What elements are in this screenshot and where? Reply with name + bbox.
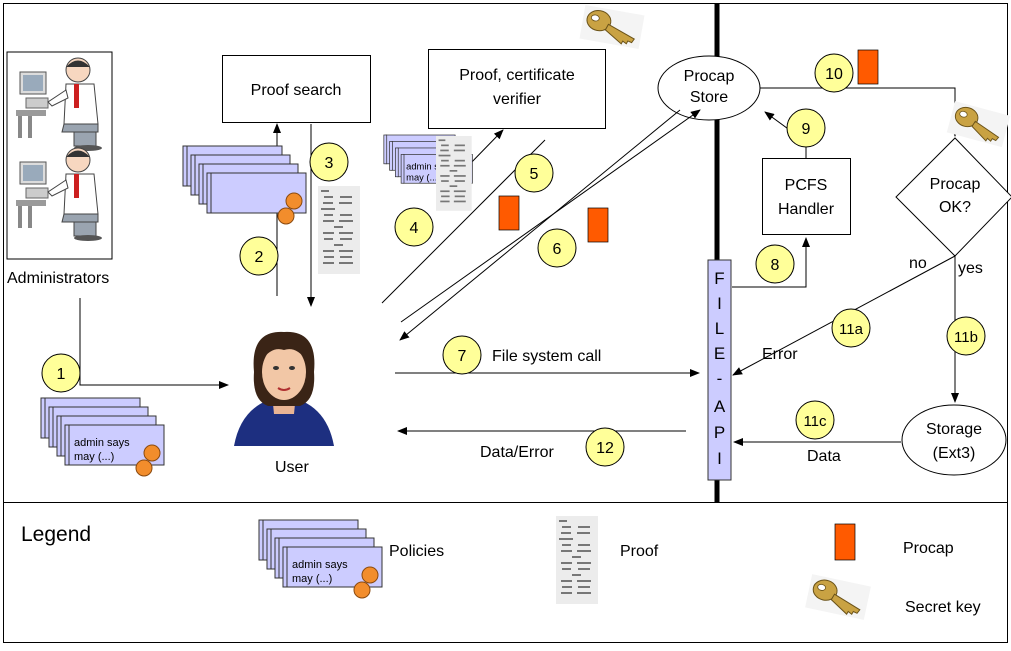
step-9: 9 xyxy=(786,108,826,148)
arrow-admin-to-user xyxy=(79,298,229,389)
storage-ellipse xyxy=(901,404,1007,476)
policy-text: may (...) xyxy=(74,451,114,463)
step-number: 4 xyxy=(410,220,419,237)
procap-icon-step6 xyxy=(587,207,609,243)
step-number: 1 xyxy=(57,366,66,383)
procap-ok-diamond xyxy=(895,137,1011,257)
step-number: 11c xyxy=(803,413,827,430)
legend-procap-label: Procap xyxy=(903,540,954,557)
step-2: 2 xyxy=(239,236,279,276)
key-icon-verifier xyxy=(579,4,645,50)
file-api-letter: I xyxy=(717,449,722,468)
storage-line2: (Ext3) xyxy=(933,445,976,462)
pcfs-handler-line1: PCFS xyxy=(785,177,828,194)
file-api-letter: E xyxy=(714,344,725,363)
step-number: 8 xyxy=(771,257,780,274)
legend-secret-key-label: Secret key xyxy=(905,599,981,616)
legend-proof-label: Proof xyxy=(620,543,659,560)
procap-store-line2: Store xyxy=(690,89,728,106)
administrators-image xyxy=(6,51,113,260)
label-no: no xyxy=(909,255,927,272)
proof-doc-step3 xyxy=(318,186,360,274)
arrow-to-pcfs-handler xyxy=(732,237,810,288)
pcfs-handler-box xyxy=(762,158,851,235)
verifier-label-line2: verifier xyxy=(493,91,542,108)
legend-policies-icon: admin says may (...) xyxy=(258,519,383,599)
step-5: 5 xyxy=(514,153,554,193)
policy-text: may (...) xyxy=(406,172,440,182)
policy-text: admin says xyxy=(74,437,130,449)
step-8: 8 xyxy=(755,244,795,284)
legend-title: Legend xyxy=(21,523,91,546)
policy-stack-verifier: admin says may (...) xyxy=(383,134,473,192)
procap-store-line1: Procap xyxy=(684,68,735,85)
step-number: 11b xyxy=(954,329,978,346)
step-11a: 11a xyxy=(831,308,871,348)
proof-search-label: Proof search xyxy=(251,82,342,99)
file-api-letter: A xyxy=(714,397,726,416)
step-11c: 11c xyxy=(795,400,835,440)
flow-arrows xyxy=(79,87,959,446)
label-data: Data xyxy=(807,448,841,465)
step-number: 2 xyxy=(255,249,264,266)
step-number: 7 xyxy=(458,348,467,365)
step-3: 3 xyxy=(309,142,349,182)
label-yes: yes xyxy=(958,260,983,277)
procap-store-ellipse xyxy=(657,55,761,121)
legend-key-icon xyxy=(804,573,872,621)
legend-proof-icon xyxy=(556,516,598,604)
procap-icon-step10 xyxy=(857,49,879,85)
procap-icon-step5 xyxy=(498,195,520,231)
step-10: 10 xyxy=(814,53,854,93)
step-number: 6 xyxy=(553,241,562,258)
step-6: 6 xyxy=(537,228,577,268)
step-11b: 11b xyxy=(946,316,986,356)
diagram-frame xyxy=(3,3,1008,643)
step-number: 9 xyxy=(802,121,811,138)
step-4: 4 xyxy=(394,207,434,247)
step-7: 7 xyxy=(442,335,482,375)
policy-text: may (...) xyxy=(292,573,332,585)
label-file-system-call: File system call xyxy=(492,348,601,365)
proof-doc-step4 xyxy=(436,136,472,211)
step-number: 3 xyxy=(325,155,334,172)
file-api-letter: P xyxy=(714,423,725,442)
procap-ok-line1: Procap xyxy=(930,176,981,193)
procap-ok-line2: OK? xyxy=(939,199,971,216)
policy-stack-admin: admin says may (...) xyxy=(40,397,165,477)
step-number: 12 xyxy=(596,440,614,457)
label-error: Error xyxy=(762,346,798,363)
pcfs-handler-line2: Handler xyxy=(778,201,835,218)
user-label: User xyxy=(275,459,309,476)
arrow-store-to-user xyxy=(399,109,681,341)
step-12: 12 xyxy=(585,427,625,467)
legend-policies-label: Policies xyxy=(389,543,444,560)
storage-line1: Storage xyxy=(926,421,982,438)
legend-procap-icon xyxy=(834,523,856,561)
step-1: 1 xyxy=(41,353,81,393)
step-number: 5 xyxy=(530,166,539,183)
file-api-letter: I xyxy=(717,294,722,313)
verifier-label-line1: Proof, certificate xyxy=(459,67,575,84)
policy-text: admin says xyxy=(406,162,454,172)
administrators-label: Administrators xyxy=(7,270,109,287)
file-api-letter: - xyxy=(717,369,723,388)
policy-text: admin says xyxy=(292,559,348,571)
file-api-letter: L xyxy=(715,319,724,338)
proof-search-box xyxy=(222,55,371,123)
verifier-box xyxy=(428,49,606,129)
user-avatar xyxy=(231,326,338,447)
label-data-error: Data/Error xyxy=(480,444,554,461)
file-api-letter: F xyxy=(714,269,724,288)
policy-stack-user xyxy=(182,145,307,225)
file-api-label: F I L E - A P I xyxy=(714,269,726,468)
step-number: 10 xyxy=(825,66,843,83)
file-api-bar xyxy=(707,259,732,481)
step-number: 11a xyxy=(839,321,864,338)
